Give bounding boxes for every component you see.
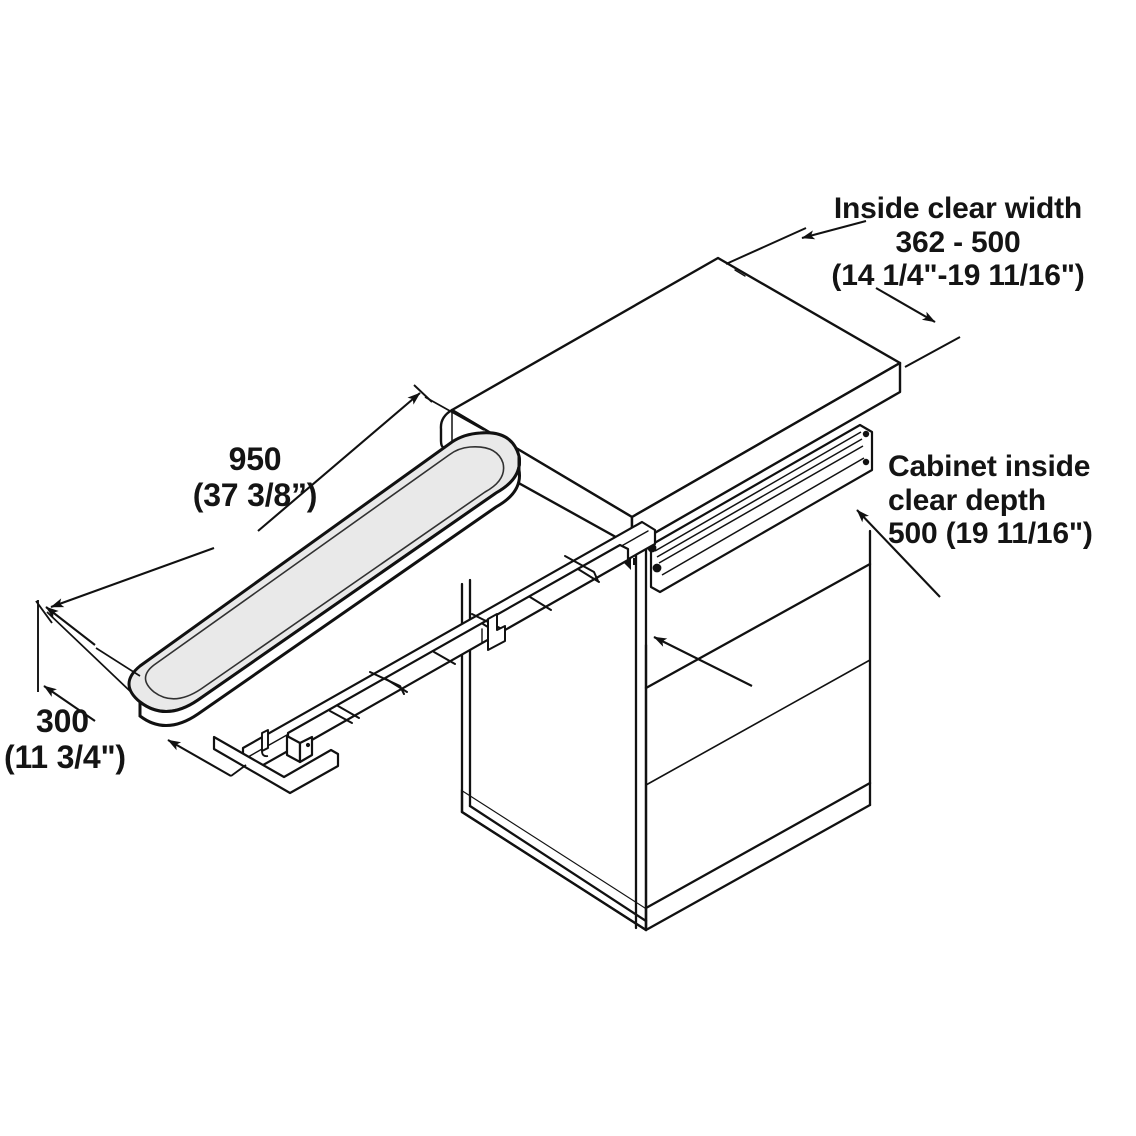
label-cabinet-inside-clear-depth: Cabinet inside clear depth 500 (19 11/16… (888, 450, 1136, 551)
label-inside-clear-width-line2: 362 - 500 (895, 225, 1021, 259)
drawer-slide-rail (649, 423, 874, 594)
cabinet-carcass (460, 515, 872, 932)
dimension-board-width (37, 600, 247, 777)
dimension-board-length (35, 384, 485, 694)
label-board-length: 950 (37 3/8”) (140, 441, 370, 514)
cabinet-top-panel (439, 256, 902, 548)
ironing-board (127, 431, 522, 727)
board-end-bracket (212, 729, 340, 795)
label-inside-clear-width-line1: Inside clear width (833, 192, 1083, 225)
label-inside-clear-width: Inside clear width 362 - 500 (14 1/4"-19… (780, 192, 1136, 293)
dimension-cabinet-depth (653, 509, 941, 687)
label-cabinet-depth-line2: clear depth (888, 483, 1046, 517)
label-cabinet-depth-line3: 500 (19 11/16") (888, 517, 1093, 551)
label-board-width-line2: (11 3/4") (4, 738, 126, 775)
label-board-width-line1: 300 (36, 703, 89, 739)
label-cabinet-depth-line1: Cabinet inside (888, 450, 1091, 483)
board-support-frame (241, 520, 657, 771)
label-board-length-line1: 950 (228, 441, 282, 477)
label-board-length-line2: (37 3/8”) (192, 476, 318, 513)
label-inside-clear-width-line3: (14 1/4"-19 11/16") (831, 259, 1085, 293)
dimension-inside-clear-width (725, 219, 961, 368)
label-board-width: 300 (11 3/4") (4, 703, 224, 776)
